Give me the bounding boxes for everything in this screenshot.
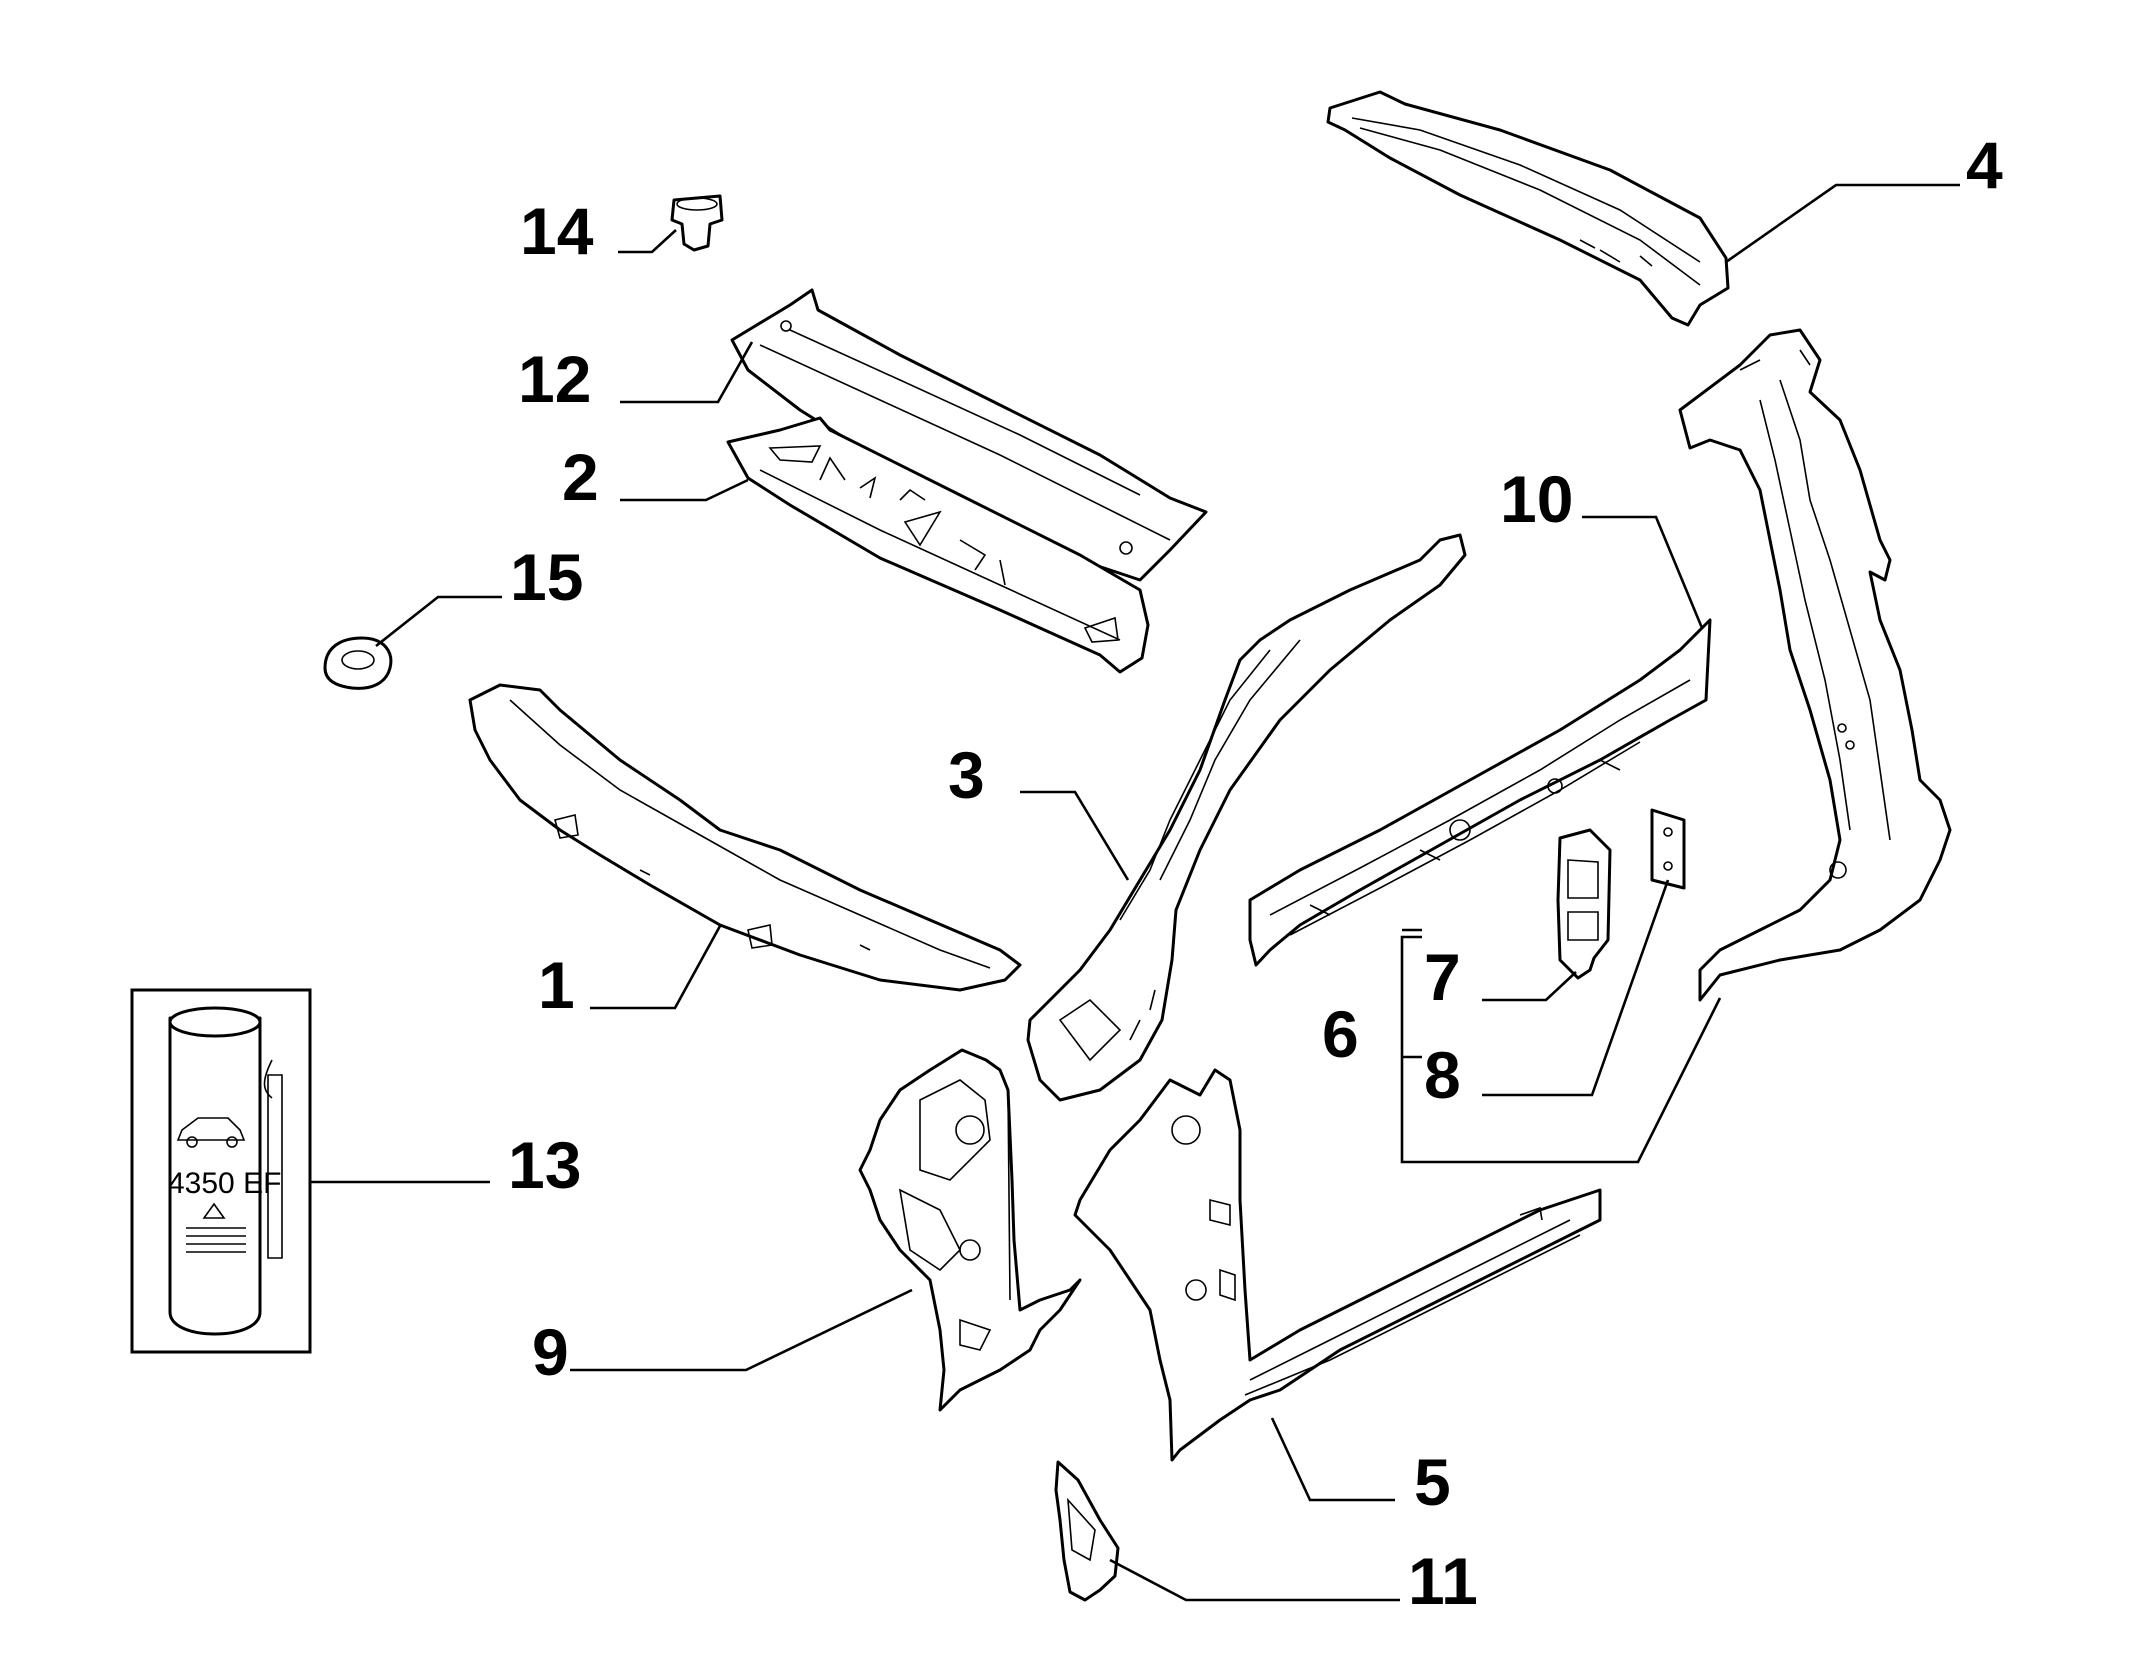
callout-15: 15 — [510, 540, 583, 614]
part-3-a-pillar — [1026, 533, 1467, 1102]
callout-7: 7 — [1424, 940, 1461, 1014]
callout-5: 5 — [1414, 1445, 1451, 1519]
part-7-reinforcement — [1556, 828, 1612, 980]
part-8-plate — [1650, 808, 1686, 890]
callout-6: 6 — [1322, 997, 1359, 1071]
callout-9: 9 — [532, 1315, 569, 1389]
part-1-cowl-crossmember — [468, 683, 1022, 992]
part-13-sealant-can: 4350 EF — [130, 988, 312, 1354]
callout-labels: 1 2 3 4 5 6 7 8 9 10 11 12 13 14 15 — [508, 128, 2003, 1618]
leader-11 — [1109, 1558, 1400, 1602]
part-10-roof-side-rail — [1248, 618, 1712, 967]
callout-3: 3 — [948, 738, 985, 812]
part-2-lower-crosspanel — [726, 416, 1150, 674]
sealant-can-label: 4350 EF — [168, 1167, 281, 1200]
leader-6 — [1400, 935, 1722, 1164]
callout-12: 12 — [518, 342, 591, 416]
part-14-clip — [670, 194, 724, 252]
leader-5 — [1270, 1417, 1395, 1502]
callout-11: 11 — [1408, 1544, 1478, 1618]
leader-7 — [1482, 971, 1577, 1002]
part-6-body-side-rear — [1678, 328, 1952, 1002]
callout-1: 1 — [538, 948, 575, 1022]
callout-10: 10 — [1500, 462, 1573, 536]
leader-3 — [1020, 790, 1130, 881]
leader-14 — [618, 229, 677, 254]
callout-4: 4 — [1966, 128, 2003, 202]
part-4-roof-rear-crossmember — [1326, 90, 1730, 327]
callout-8: 8 — [1424, 1038, 1461, 1112]
callout-2: 2 — [562, 440, 599, 514]
leader-lines — [310, 183, 1960, 1602]
leader-4 — [1725, 183, 1960, 264]
leader-15 — [375, 595, 502, 648]
part-11-bracket — [1054, 1460, 1120, 1602]
callout-13: 13 — [508, 1128, 581, 1202]
leader-2 — [620, 478, 749, 502]
leader-12 — [620, 341, 754, 404]
leader-8 — [1482, 879, 1670, 1097]
part-5-body-side-sill — [1073, 1068, 1602, 1462]
part-9-hinge-pillar — [858, 1048, 1082, 1412]
sealant-frame — [130, 988, 312, 1354]
leader-9 — [570, 1288, 913, 1372]
leader-1 — [590, 925, 722, 1010]
part-15-grommet — [323, 636, 393, 690]
leader-10 — [1582, 515, 1704, 629]
callout-14: 14 — [520, 194, 594, 268]
